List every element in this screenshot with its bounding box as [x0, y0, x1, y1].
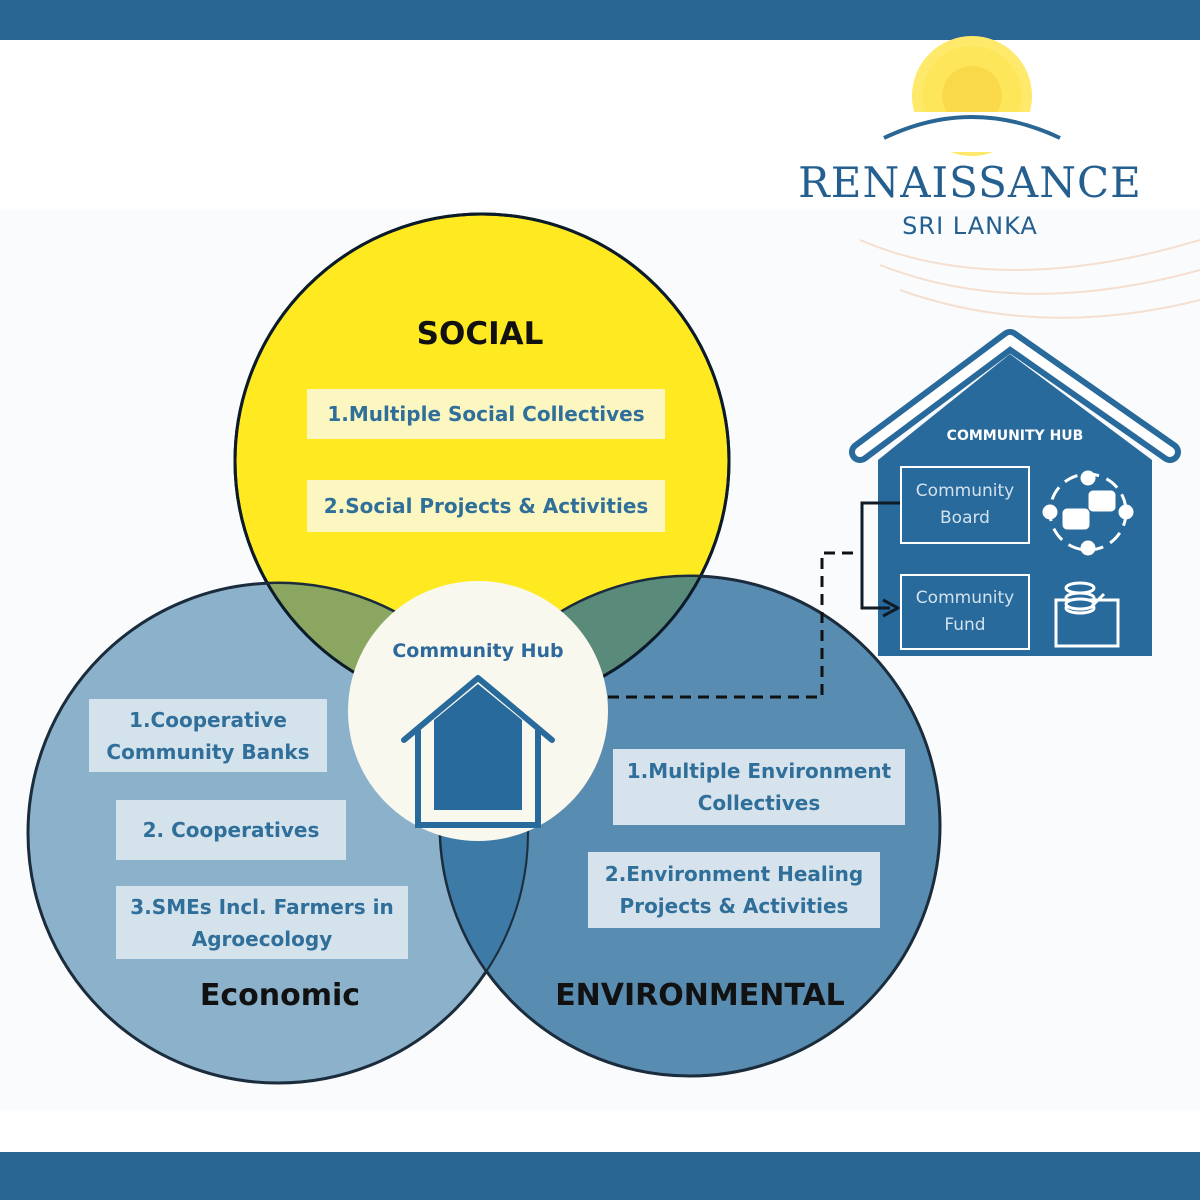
brand-name: RENAISSANCE — [798, 158, 1142, 207]
hub-arrows — [860, 501, 900, 618]
brand-subtitle: SRI LANKA — [902, 212, 1038, 240]
coin-box-icon — [1054, 581, 1120, 648]
social-item-1: 1.Multiple Social Collectives — [307, 389, 665, 439]
social-item-2: 2.Social Projects & Activities — [307, 480, 665, 532]
community-hub-house-icon — [849, 329, 1181, 656]
sun-logo-icon — [883, 36, 1061, 156]
economic-item-1: 1.Cooperative Community Banks — [89, 699, 327, 772]
hub-detail-title: COMMUNITY HUB — [946, 428, 1084, 444]
social-heading: SOCIAL — [416, 316, 544, 352]
economic-item-2: 2. Cooperatives — [116, 800, 346, 860]
decorative-arcs — [859, 239, 1200, 319]
bottom-band — [0, 1152, 1200, 1200]
house-icon — [401, 675, 555, 828]
community-fund-box: Community Fund — [900, 574, 1030, 650]
environmental-heading: ENVIRONMENTAL — [555, 978, 845, 1013]
community-hub-label: Community Hub — [392, 640, 564, 662]
economic-heading: Economic — [199, 978, 361, 1013]
top-band — [0, 0, 1200, 40]
economic-item-3: 3.SMEs Incl. Farmers in Agroecology — [116, 886, 408, 959]
community-board-box: Community Board — [900, 466, 1030, 544]
environmental-item-1: 1.Multiple Environment Collectives — [613, 749, 905, 825]
people-network-icon — [1042, 470, 1134, 556]
environmental-item-2: 2.Environment Healing Projects & Activit… — [588, 852, 880, 928]
